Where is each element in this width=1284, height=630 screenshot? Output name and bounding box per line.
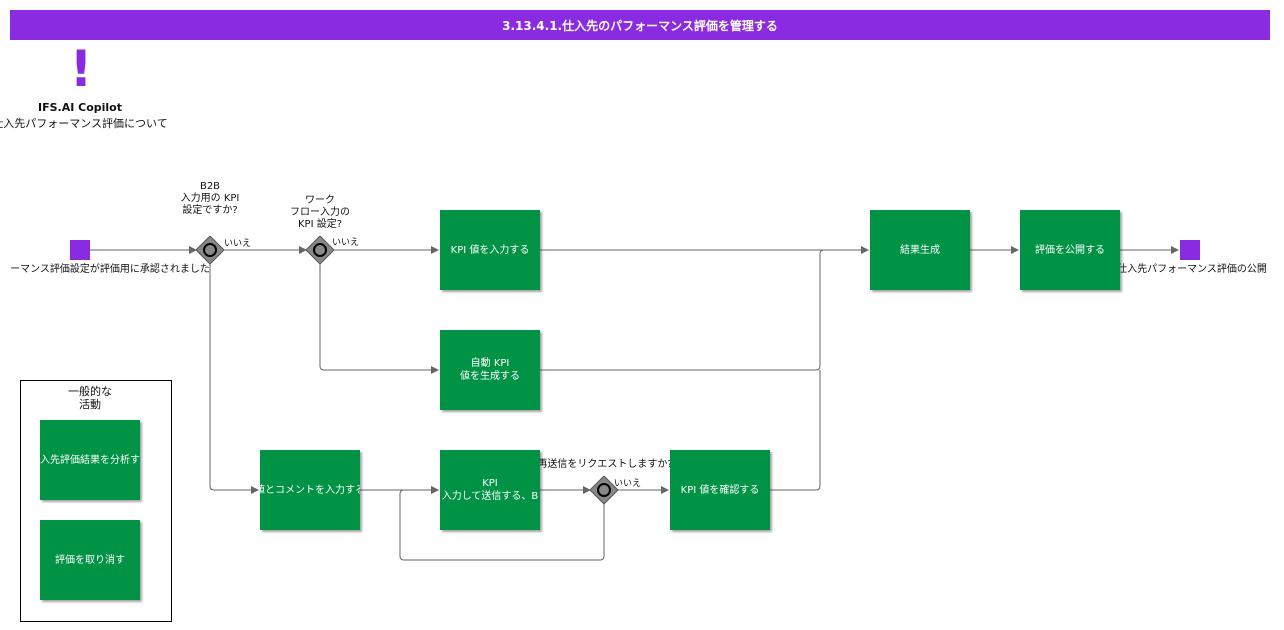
- task-cancel-evaluation[interactable]: 評価を取り消す: [40, 520, 140, 600]
- start-event[interactable]: [70, 240, 90, 260]
- connector-resend-loop: [399, 486, 605, 561]
- task-result-generation[interactable]: 結果生成: [870, 210, 970, 290]
- end-event[interactable]: [1180, 240, 1200, 260]
- copilot-title[interactable]: IFS.AI Copilot: [37, 101, 122, 114]
- task-analyze-results[interactable]: 仕入先評価結果を分析する: [40, 420, 140, 500]
- b2b-gateway-question: B2B 入力用の KPI 設定ですか?: [180, 181, 240, 216]
- general-activities-title: 一般的な 活動: [68, 385, 112, 411]
- workflow-gateway-question: ワーク フロー入力の KPI 設定?: [290, 195, 350, 230]
- general-activities-group: [20, 380, 172, 622]
- task-publish-evaluation[interactable]: 評価を公開する: [1020, 210, 1120, 290]
- task-confirm-kpi[interactable]: KPI 値を確認する: [670, 450, 770, 530]
- task-confirm-kpi-label: KPI 値を確認する: [680, 484, 760, 496]
- task-kpi-send-label: KPI 入力して送信する、B: [441, 478, 539, 502]
- task-cancel-evaluation-label: 評価を取り消す: [55, 554, 125, 566]
- task-enter-comment[interactable]: 値とコメントを入力する: [260, 450, 360, 530]
- task-enter-kpi[interactable]: KPI 値を入力する: [440, 210, 540, 290]
- task-auto-kpi[interactable]: 自動 KPI 値を生成する: [440, 330, 540, 410]
- task-enter-kpi-label: KPI 値を入力する: [450, 244, 530, 256]
- resend-gateway[interactable]: [590, 476, 620, 506]
- workflow-gateway-no-label: いいえ: [332, 238, 360, 248]
- task-auto-kpi-label: 自動 KPI 値を生成する: [460, 358, 520, 382]
- b2b-gateway[interactable]: [196, 236, 226, 266]
- start-event-label: ーマンス評価設定が評価用に承認されました: [10, 264, 210, 275]
- b2b-gateway-no-label: いいえ: [224, 239, 252, 249]
- task-enter-comment-label: 値とコメントを入力する: [260, 484, 360, 496]
- connector-b2b-comment: [209, 264, 259, 494]
- task-result-generation-label: 結果生成: [900, 244, 940, 256]
- task-kpi-send[interactable]: KPI 入力して送信する、B: [440, 450, 540, 530]
- copilot-subtitle[interactable]: 仕入先パフォーマンス評価について: [0, 117, 168, 130]
- connector-autokpi-merge: [540, 249, 825, 371]
- connector-workflow-autokpi: [319, 264, 439, 374]
- page-title: 3.13.4.1.仕入先のパフォーマンス評価を管理する: [10, 10, 1270, 40]
- resend-gateway-no-label: いいえ: [614, 479, 642, 489]
- task-publish-evaluation-label: 評価を公開する: [1035, 244, 1105, 256]
- resend-gateway-question: 再送信をリクエストしますか?: [537, 459, 673, 470]
- copilot-exclamation-icon[interactable]: !: [69, 40, 93, 98]
- workflow-gateway[interactable]: [306, 236, 336, 266]
- end-event-label: 仕入先パフォーマンス評価の公開: [1117, 264, 1267, 275]
- task-analyze-results-label: 仕入先評価結果を分析する: [40, 454, 140, 466]
- connector-confirm-merge: [770, 370, 821, 491]
